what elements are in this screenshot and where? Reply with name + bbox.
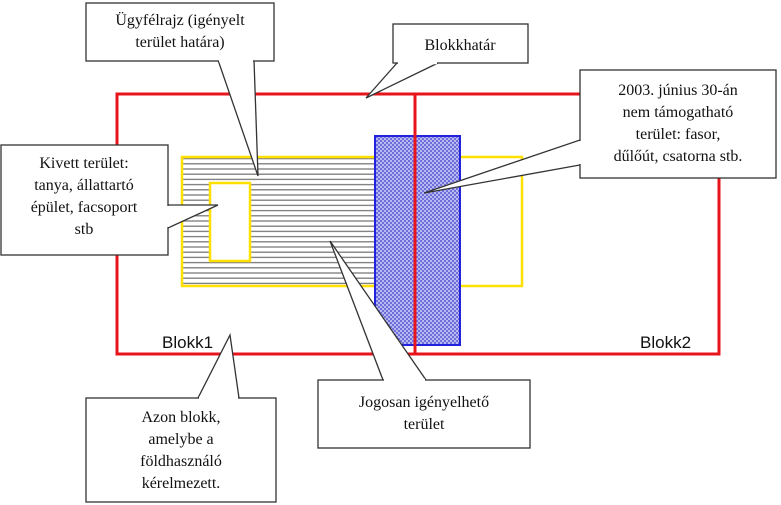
callout-line: Ügyfélrajz (igényelt: [115, 11, 245, 29]
callout-line: terület határa): [135, 34, 224, 51]
callout-line: épület, facsoport: [31, 199, 138, 216]
callout-line: Azon blokk,: [141, 409, 220, 426]
callout-excluded: [0, 144, 219, 256]
block2-label: Blokk2: [640, 333, 691, 352]
callout-block-boundary-text: Blokkhatár: [424, 37, 496, 54]
callout-client-sketch: [85, 2, 275, 177]
callout-block-applied: [85, 332, 277, 503]
callout-line: Kivett terület:: [39, 155, 128, 172]
callout-line: 2003. június 30-án: [618, 82, 738, 99]
block1-label: Blokk1: [162, 333, 213, 352]
callout-line: terület: fasor,: [636, 126, 721, 143]
callout-line: Blokkhatár: [424, 37, 496, 54]
callout-block-boundary: [365, 23, 529, 99]
callout-excluded-text: Kivett terület: tanya, állattartó épület, …: [31, 155, 138, 238]
unsupported-area: [374, 135, 461, 346]
callout-line: tanya, állattartó: [34, 177, 134, 194]
callout-line: amelybe a: [148, 431, 213, 448]
callout-line: földhasználó: [140, 453, 222, 470]
callout-unsupported: [423, 69, 777, 194]
callout-eligible-text: Jogosan igényelhető terület: [359, 394, 489, 433]
excluded-area: [208, 181, 252, 263]
callout-eligible: [317, 240, 531, 449]
callout-line: kérelmezett.: [142, 475, 221, 492]
callout-line: nem támogatható: [623, 104, 734, 121]
callout-line: Jogosan igényelhető: [359, 394, 489, 411]
callout-line: dűlőút, csatorna stb.: [614, 148, 743, 165]
callout-unsupported-text: 2003. június 30-án nem támogatható terület…: [614, 82, 743, 165]
callout-line: stb: [75, 221, 94, 238]
callout-line: terület: [404, 416, 445, 433]
callout-client-sketch-text: Ügyfélrajz (igényelt terület határa): [115, 11, 245, 51]
callout-block-applied-text: Azon blokk, amelybe a földhasználó kérelmez…: [140, 409, 222, 492]
